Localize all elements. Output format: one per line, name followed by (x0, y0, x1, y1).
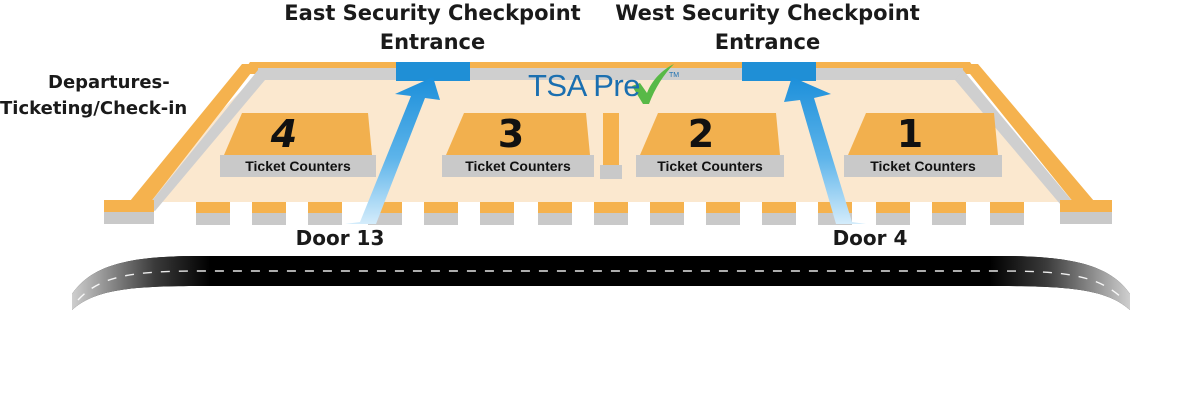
door-block-base (762, 213, 796, 225)
tsa-precheck-text: TSA Pre (528, 68, 640, 103)
ticket-counter-label-plate (636, 155, 784, 177)
ticket-counter-label: Ticket Counters (657, 158, 763, 174)
ticket-counter-label-plate (442, 155, 594, 177)
ticket-counter-number: 1 (896, 112, 924, 156)
departures-label-line2: Ticketing/Check-in (0, 98, 188, 119)
ticket-counter-number: 3 (497, 112, 525, 156)
ticket-counter-2 (640, 113, 780, 155)
door-block-base (252, 213, 286, 225)
ticket-counter-number: 4 (270, 112, 298, 156)
door-block-base (990, 213, 1024, 225)
door-block-base (650, 213, 684, 225)
tsa-precheck-logo: TSA Pre TM (528, 66, 688, 106)
east-checkpoint-entrance (396, 62, 470, 81)
door-block (762, 202, 796, 213)
departures-label-line1: Departures- (48, 72, 170, 93)
arrow-to-east-checkpoint (345, 77, 440, 224)
ticket-counter-1 (848, 113, 998, 155)
ticket-counter-label-plate (220, 155, 376, 177)
door-blocks (196, 202, 1024, 225)
door-block (876, 202, 910, 213)
door-block (480, 202, 514, 213)
ticket-counter-3 (446, 113, 590, 155)
ticket-counter-label: Ticket Counters (465, 158, 571, 174)
ticket-counter-label: Ticket Counters (870, 158, 976, 174)
arrow-to-west-checkpoint (784, 77, 866, 224)
door-block-base (424, 213, 458, 225)
east-checkpoint-label: East Security Checkpoint Entrance (250, 0, 615, 57)
ticket-counter-label-plate (844, 155, 1002, 177)
door-block-base (594, 213, 628, 225)
ticket-counter-group (220, 113, 1002, 177)
door-block (932, 202, 966, 213)
departures-ticketing-label: Departures- Ticketing/Check-in (0, 70, 210, 122)
door-4-label: Door 4 (832, 226, 908, 250)
door-block (424, 202, 458, 213)
door-13-label: Door 13 (295, 226, 385, 250)
divider-post (600, 113, 622, 179)
door-block (308, 202, 342, 213)
door-block (650, 202, 684, 213)
door-block-base (932, 213, 966, 225)
door-block (706, 202, 740, 213)
tsa-check-icon (632, 64, 674, 104)
tsa-trademark: TM (669, 72, 680, 79)
ticket-counter-4 (224, 113, 372, 155)
door-block-base (308, 213, 342, 225)
west-checkpoint-subtitle: Entrance (714, 30, 821, 54)
road (72, 256, 1130, 310)
door-block-base (876, 213, 910, 225)
door-block (196, 202, 230, 213)
west-checkpoint-title: West Security Checkpoint (615, 1, 920, 25)
door-block (252, 202, 286, 213)
door-block (990, 202, 1024, 213)
west-checkpoint-entrance (742, 62, 816, 81)
door-block-base (538, 213, 572, 225)
ticket-counter-label: Ticket Counters (245, 158, 351, 174)
west-checkpoint-label: West Security Checkpoint Entrance (585, 0, 950, 57)
ticket-counter-number: 2 (687, 112, 715, 156)
door-block-base (480, 213, 514, 225)
door-block (368, 202, 402, 213)
east-checkpoint-subtitle: Entrance (379, 30, 486, 54)
door-block-base (196, 213, 230, 225)
door-block-base (706, 213, 740, 225)
east-checkpoint-title: East Security Checkpoint (284, 1, 581, 25)
door-block (538, 202, 572, 213)
door-block (594, 202, 628, 213)
